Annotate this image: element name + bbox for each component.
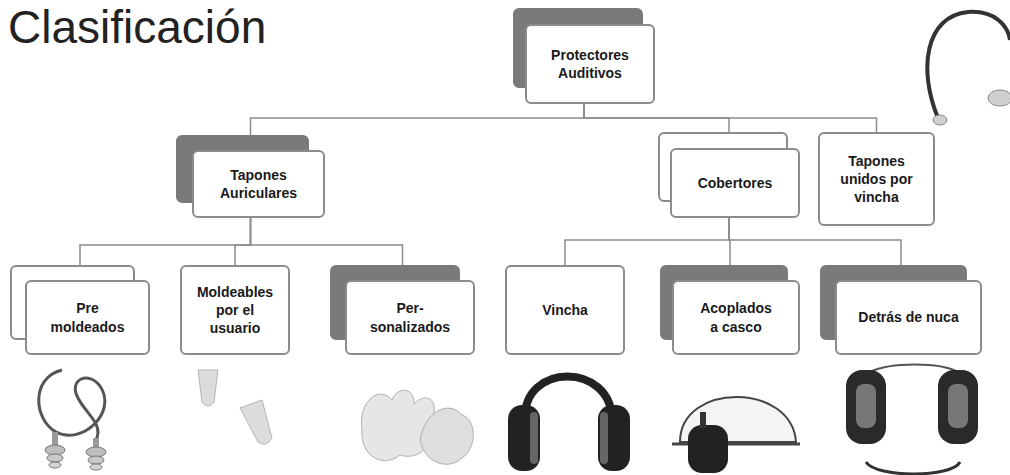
category-label: Detrás de nuca <box>858 308 958 326</box>
corded-earplugs-illustration <box>39 370 106 470</box>
cup <box>846 370 886 444</box>
tree-connector <box>251 104 585 135</box>
cup-face <box>948 384 968 428</box>
category-box: Protectores Auditivos <box>513 8 655 104</box>
box-face: Acoplados a casco <box>672 280 800 355</box>
category-box: Cobertores <box>658 132 800 218</box>
plug <box>45 432 65 468</box>
tree-connector <box>584 104 877 132</box>
title: Clasificación <box>8 2 266 53</box>
custom-molds-illustration <box>362 390 474 464</box>
box-face: Cobertores <box>670 148 800 218</box>
rim <box>530 412 538 464</box>
cup-face <box>856 384 876 428</box>
banded-earplug-illustration <box>927 12 1010 125</box>
box-face: Pre moldeados <box>25 280 150 355</box>
plug <box>86 438 106 470</box>
category-box: Tapones Auriculares <box>176 135 325 218</box>
category-label: Vincha <box>542 301 588 319</box>
category-box: Tapones unidos por vincha <box>818 132 935 226</box>
box-face: Tapones Auriculares <box>192 150 325 218</box>
tree-connector <box>251 218 403 265</box>
foam-plug <box>198 370 218 406</box>
neckband-earmuffs-illustration <box>846 365 978 475</box>
category-box: Vincha <box>505 265 625 355</box>
category-label: Pre moldeados <box>47 299 129 335</box>
box-face: Detrás de nuca <box>835 280 982 355</box>
category-box: Acoplados a casco <box>660 265 800 355</box>
category-label: Cobertores <box>698 174 773 192</box>
category-box: Pre moldeados <box>10 265 150 355</box>
box-face: Protectores Auditivos <box>525 24 655 104</box>
plug <box>988 90 1010 106</box>
cup <box>598 405 630 471</box>
category-label: Tapones Auriculares <box>209 166 309 202</box>
category-label: Moldeables por el usuario <box>191 283 279 338</box>
mold <box>420 408 473 464</box>
category-box: Detrás de nuca <box>820 265 982 355</box>
category-box: Moldeables por el usuario <box>180 265 290 355</box>
category-label: Tapones unidos por vincha <box>836 152 918 207</box>
box-face: Tapones unidos por vincha <box>818 132 935 226</box>
box-face: Moldeables por el usuario <box>180 265 290 355</box>
foam-plug <box>240 400 272 444</box>
cup <box>508 405 540 471</box>
category-label: Per- sonalizados <box>364 299 456 335</box>
category-label: Protectores Auditivos <box>535 46 645 82</box>
category-label: Acoplados a casco <box>695 299 777 335</box>
tree-connector <box>80 218 251 265</box>
headband-earmuffs-illustration <box>508 377 630 472</box>
rim <box>600 412 608 464</box>
foam-plugs-illustration <box>198 370 272 444</box>
cup <box>938 370 978 444</box>
strap <box>870 365 958 373</box>
box-face: Vincha <box>505 265 625 355</box>
arm <box>700 412 706 428</box>
plug <box>933 115 947 125</box>
cord <box>39 370 105 440</box>
tree-connector <box>565 218 729 265</box>
neckband <box>866 462 960 474</box>
cup <box>688 425 728 473</box>
helmet-earmuffs-illustration <box>672 397 800 473</box>
category-box: Per- sonalizados <box>330 265 475 355</box>
box-face: Per- sonalizados <box>345 280 475 355</box>
tree-connector <box>235 218 251 265</box>
